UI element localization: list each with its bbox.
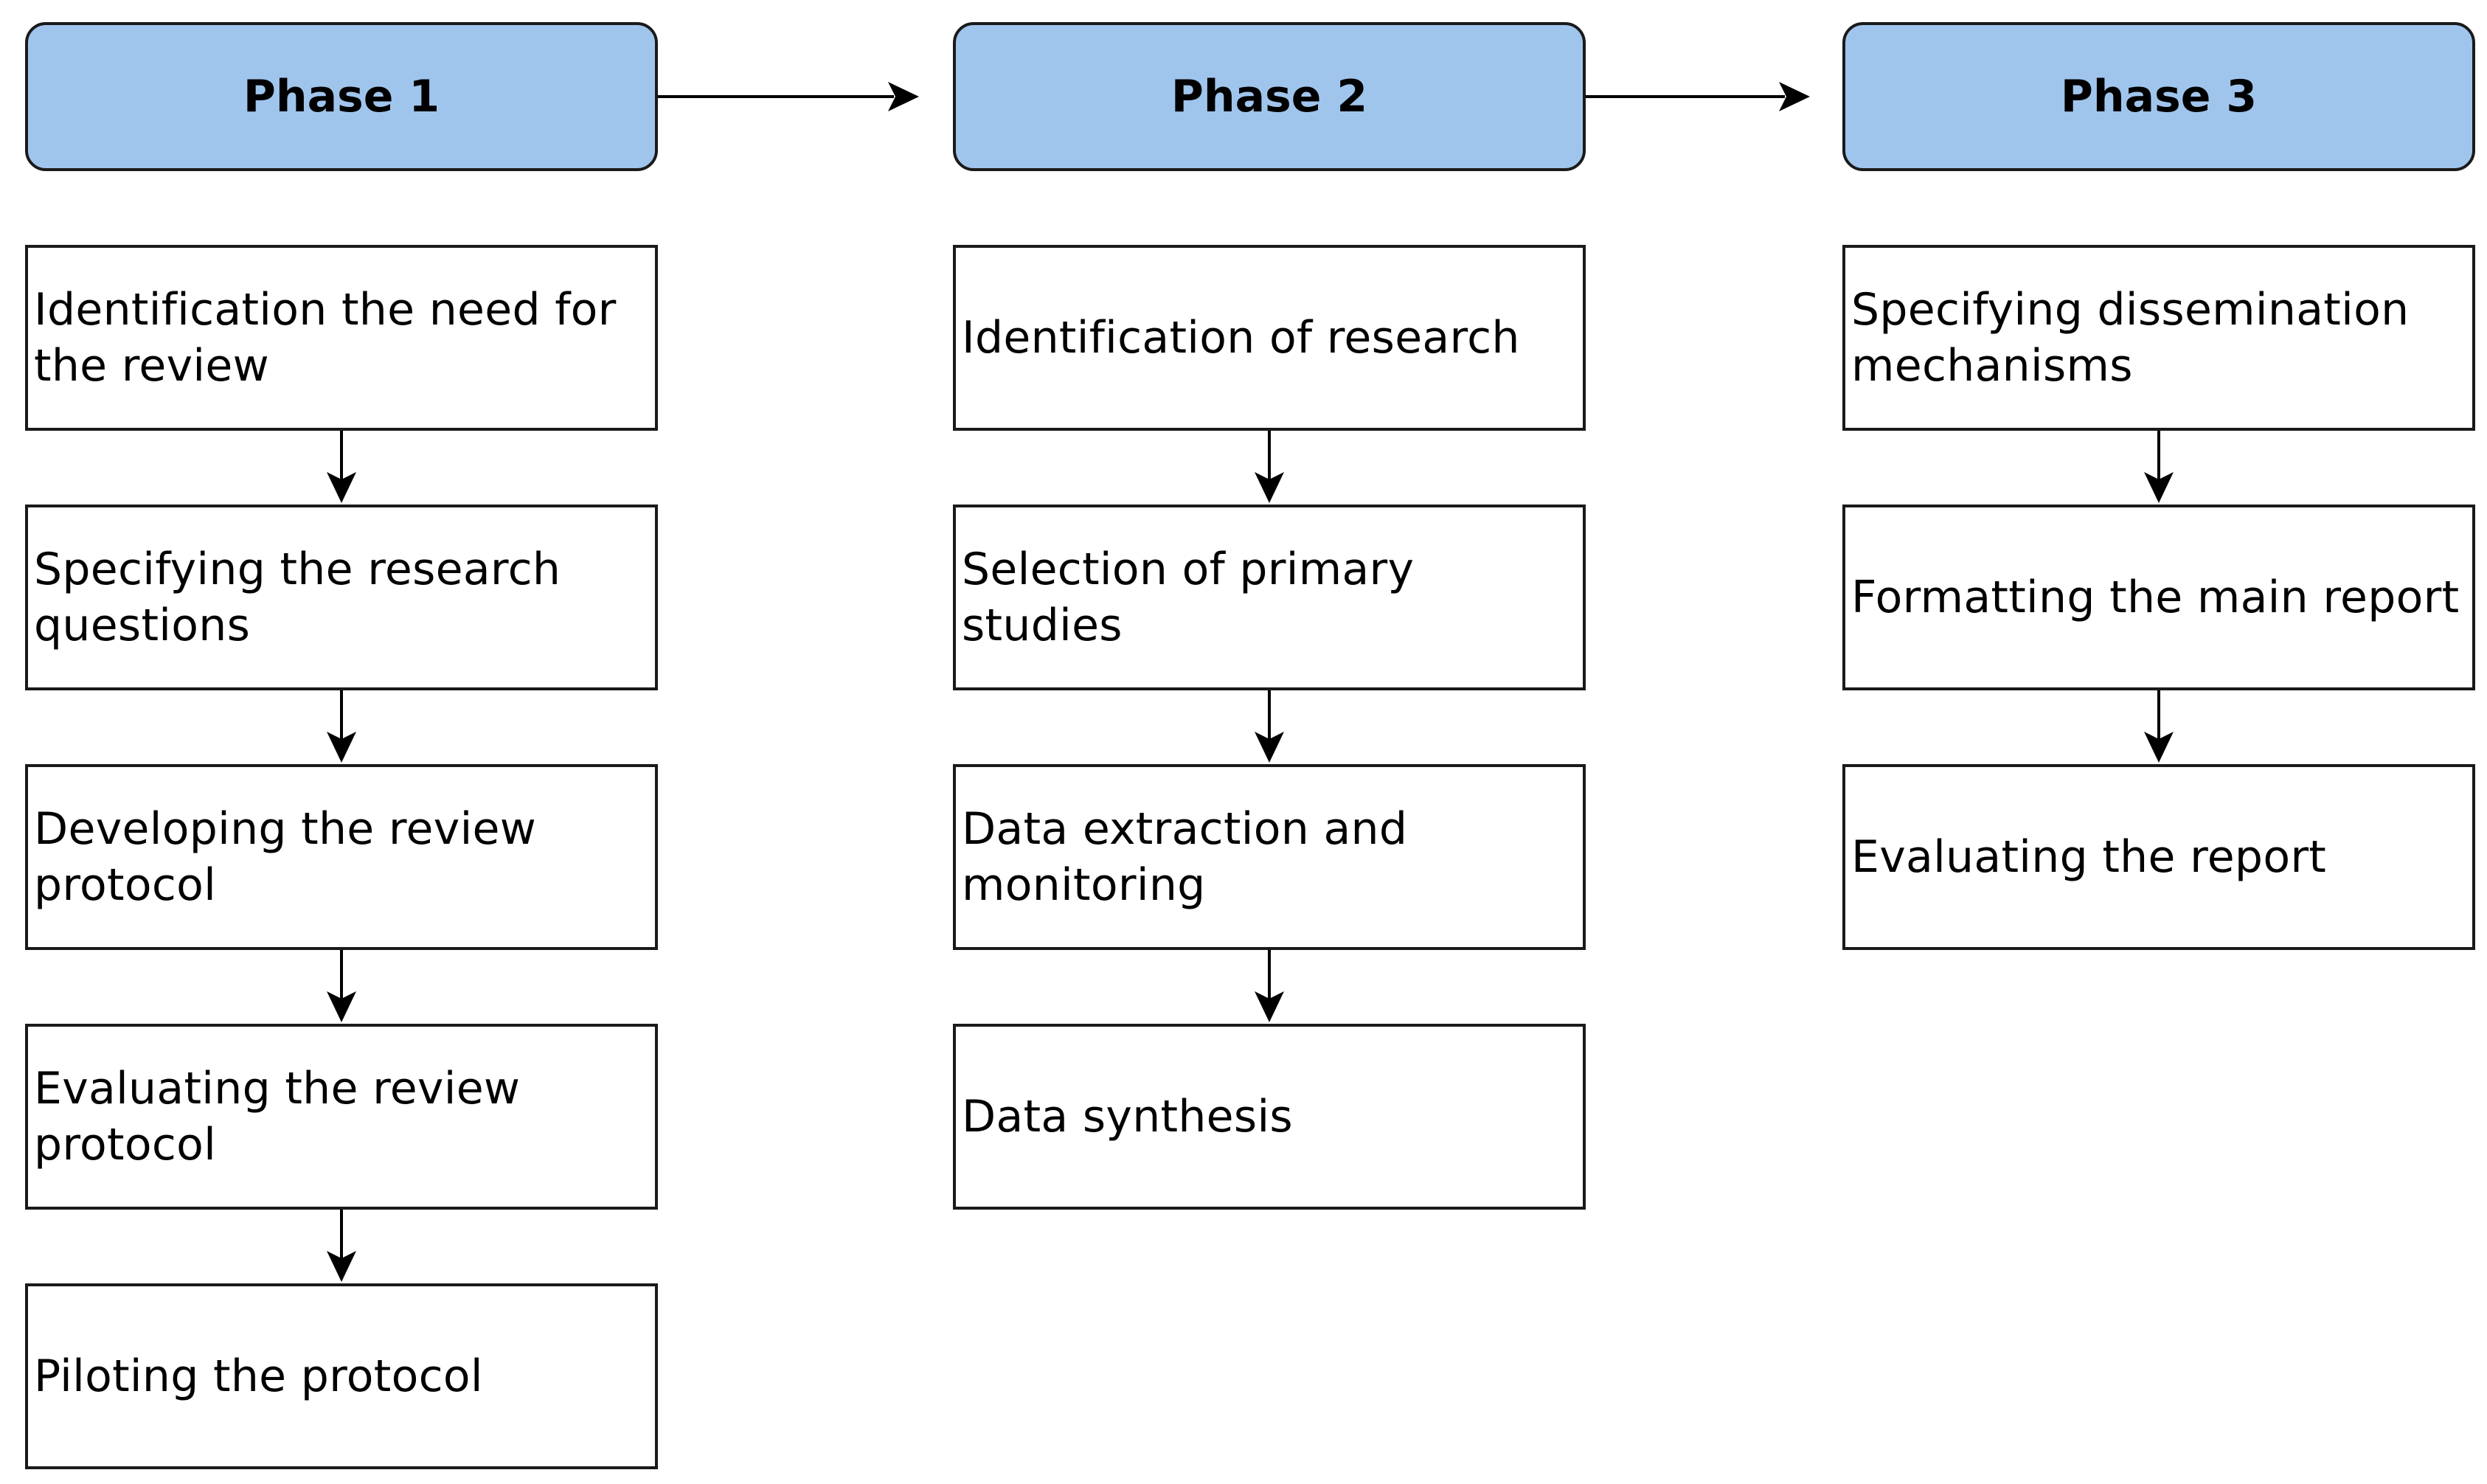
arrow-phase-1-to-phase-2 <box>658 82 919 111</box>
phase-2-header: Phase 2 <box>953 22 1586 171</box>
phase-3-step-3: Evaluating the report <box>1842 764 2475 950</box>
phase-1-step-1-label: Identification the need for the review <box>34 284 617 392</box>
phase-1-step-3-label: Developing the review protocol <box>34 803 537 911</box>
phase-3-step-1-label: Specifying dissemination mechanisms <box>1851 284 2410 392</box>
phase-1-title: Phase 1 <box>243 71 440 122</box>
phase-1-step-4-label: Evaluating the review protocol <box>34 1063 521 1171</box>
phase-1-step-5: Piloting the protocol <box>25 1283 658 1469</box>
arrow-phase-3-step-1-to-2 <box>2144 431 2174 503</box>
phase-1-step-1: Identification the need for the review <box>25 245 658 431</box>
phase-2-step-1: Identification of research <box>953 245 1586 431</box>
phase-2-step-1-label: Identification of research <box>962 312 1520 364</box>
phase-3-header: Phase 3 <box>1842 22 2475 171</box>
arrow-phase-2-step-2-to-3 <box>1255 690 1284 763</box>
phase-1-header: Phase 1 <box>25 22 658 171</box>
arrow-phase-2-to-phase-3 <box>1586 82 1810 111</box>
phase-1-step-5-label: Piloting the protocol <box>34 1350 483 1402</box>
phase-3-step-1: Specifying dissemination mechanisms <box>1842 245 2475 431</box>
arrow-phase-3-step-2-to-3 <box>2144 690 2174 763</box>
phase-1-step-3: Developing the review protocol <box>25 764 658 950</box>
arrow-phase-1-step-3-to-4 <box>327 950 356 1022</box>
phase-2-step-3: Data extraction and monitoring <box>953 764 1586 950</box>
phase-1-step-2: Specifying the research questions <box>25 505 658 690</box>
phase-1-step-4: Evaluating the review protocol <box>25 1024 658 1210</box>
arrow-phase-1-step-2-to-3 <box>327 690 356 763</box>
arrow-phase-1-step-4-to-5 <box>327 1210 356 1282</box>
phase-2-step-4: Data synthesis <box>953 1024 1586 1210</box>
phase-2-title: Phase 2 <box>1170 71 1368 122</box>
arrow-phase-2-step-3-to-4 <box>1255 950 1284 1022</box>
phase-3-step-2: Formatting the main report <box>1842 505 2475 690</box>
phase-2-step-4-label: Data synthesis <box>962 1091 1293 1143</box>
phase-2-step-2: Selection of primary studies <box>953 505 1586 690</box>
phase-2-step-2-label: Selection of primary studies <box>962 544 1415 651</box>
phase-1-step-2-label: Specifying the research questions <box>34 544 561 651</box>
phase-3-step-3-label: Evaluating the report <box>1851 831 2327 883</box>
arrow-phase-1-step-1-to-2 <box>327 431 356 503</box>
phase-3-step-2-label: Formatting the main report <box>1851 572 2460 623</box>
phase-3-title: Phase 3 <box>2060 71 2258 122</box>
phase-2-step-3-label: Data extraction and monitoring <box>962 803 1408 911</box>
arrow-phase-2-step-1-to-2 <box>1255 431 1284 503</box>
